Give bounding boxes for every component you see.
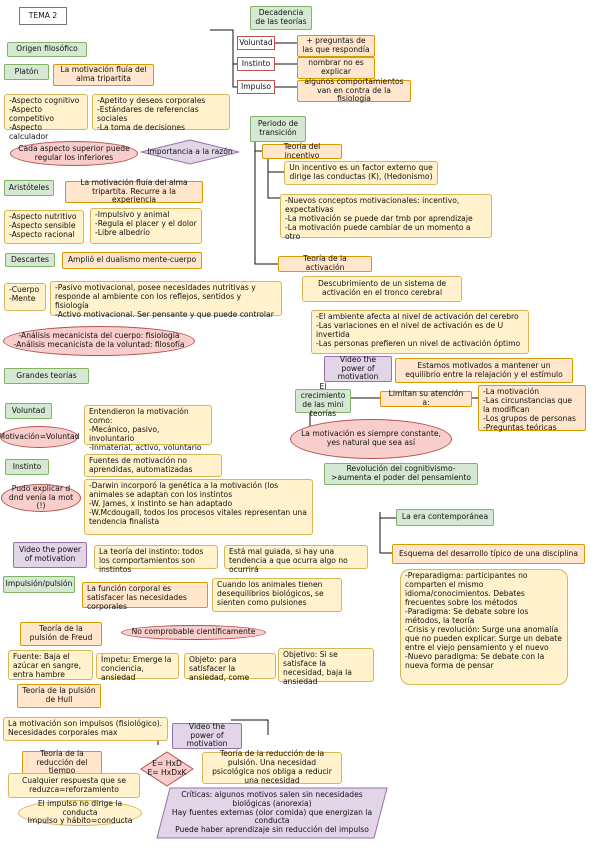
preparadigma-node: -Preparadigma: participantes no comparte… — [400, 569, 568, 685]
incentivo-def-node: Un incentivo es un factor externo que di… — [284, 161, 438, 185]
tema-title: TEMA 2 — [19, 7, 67, 25]
platon-aspects-node: -Aspecto cognitivo -Aspecto competitivo … — [4, 94, 88, 141]
darwin-node: -Darwin incorporó la genética a la motiv… — [84, 479, 313, 535]
siempre-constante-ellipse: La motivación es siempre constante, yes … — [290, 419, 452, 459]
aristoteles-node: Aristóteles — [4, 180, 54, 196]
pudo-explicar-ellipse: Pudo explicar d dnd venía la mot (!) — [1, 484, 81, 512]
nuevos-conceptos-node: -Nuevos conceptos motivacionales: incent… — [280, 194, 492, 241]
objetivo-node: Objetivo: Si se satisface la necesidad, … — [278, 648, 374, 686]
connector — [379, 518, 392, 554]
teoria-incentivo-node: Teoría del incentivo — [262, 142, 342, 159]
teoria-activacion-node: Teoría de la activación — [278, 254, 372, 272]
connector — [379, 512, 396, 519]
origen-filosofico-node: Origen filosófico — [7, 42, 87, 57]
limitan-list-node: -La motivación -Las circunstancias que l… — [478, 385, 586, 432]
impetu-node: Ímpetu: Emerge la conciencia, ansiedad — [96, 653, 179, 682]
analisis-mecanicista-ellipse: -Análisis mecanicista del cuerpo: fisiol… — [3, 326, 195, 356]
criticas-text: Críticas: algunos motivos salen sin nece… — [171, 789, 373, 835]
reduccion-tiempo-node: Teoría de la reducción del tiempo — [22, 749, 102, 775]
motivacion-voluntad-ellipse: Motivación=Voluntad — [0, 426, 80, 448]
aristoteles-impulsive-node: -Impulsivo y animal -Regula el placer y … — [90, 208, 202, 244]
platon-appetites-node: -Apetito y deseos corporales -Estándares… — [92, 94, 230, 132]
periodo-transicion-node: Periodo de transición — [250, 116, 306, 142]
video-power-node-2: Video the power of motivation — [324, 355, 392, 382]
platon-definition-node: La motivación fluía del alma tripartita — [53, 64, 154, 86]
aristoteles-aspects-node: -Aspecto nutritivo -Aspecto sensible -As… — [4, 210, 84, 244]
ambiente-afecta-node: -El ambiente afecta al nivel de activaci… — [311, 310, 529, 354]
cualquier-respuesta-node: Cualquier respuesta que se reduzca=refor… — [8, 773, 140, 798]
formula-text: E= HxD E= HxDxK — [147, 759, 187, 777]
aspecto-superior-ellipse: Cada aspecto superior puede regular los … — [10, 141, 138, 166]
video-power-node-1: Video the power of motivation — [13, 542, 87, 568]
decadencia-voluntad-text: + preguntas de las que respondía — [297, 35, 375, 57]
decadencia-instinto-text: nombrar no es explicar — [297, 57, 375, 79]
voluntad-node: Voluntad — [5, 403, 52, 419]
importancia-razon-text: Importancia a la razón — [147, 146, 233, 156]
teoria-hull-node: Teoría de la pulsión de Hull — [17, 684, 101, 708]
estamos-motivados-node: Estamos motivados a mantener un equilibr… — [395, 358, 573, 383]
teoria-freud-node: Teoría de la pulsión de Freud — [20, 622, 102, 646]
revolucion-cognitivismo-node: Revolución del cognitivismo->aumenta el … — [324, 463, 478, 485]
video-power-node-3: Video the power of motivation — [172, 722, 242, 749]
cuando-animales-node: Cuando los animales tienen desequilibrio… — [212, 578, 342, 612]
crecimiento-mini-teorias-node: El crecimiento de las mini teorías — [295, 382, 351, 418]
descubrimiento-node: Descubrimiento de un sistema de activaci… — [302, 276, 462, 302]
no-comprobable-ellipse: No comprobable científicamente — [121, 625, 266, 640]
mal-guiada-node: Está mal guiada, si hay una tendencia a … — [224, 545, 368, 574]
fuentes-instinto-node: Fuentes de motivación no aprendidas, aut… — [84, 454, 222, 477]
descartes-node: Descartes — [5, 253, 55, 267]
formula-diamond: E= HxD E= HxDxK — [140, 751, 194, 787]
teoria-instinto-node: La teoría del instinto: todos los compor… — [94, 545, 218, 574]
aristoteles-definition-node: La motivación fluía del alma tripartita.… — [65, 178, 203, 204]
limitan-node: Limitan su atención a: — [380, 389, 472, 407]
impulsos-fisiologicos-node: La motivación son impulsos (fisiológico)… — [3, 717, 168, 741]
decadencia-impulso-node: Impulso — [237, 80, 275, 94]
decadencia-instinto-node: Instinto — [237, 57, 275, 71]
criticas-parallelogram: Críticas: algunos motivos salen sin nece… — [156, 787, 388, 839]
decadencia-voluntad-node: Voluntad — [237, 36, 275, 50]
decadencia-impulso-text: algunos comportamientos van en contra de… — [297, 77, 411, 103]
era-contemporanea-node: La era contemporánea — [396, 509, 494, 526]
platon-node: Platón — [4, 64, 49, 80]
instinto-node: Instinto — [5, 459, 49, 475]
cuerpo-mente-node: -Cuerpo -Mente — [4, 283, 46, 311]
objeto-node: Objeto: para satisfacer la ansiedad, com… — [184, 653, 276, 682]
grandes-teorias-node: Grandes teorías — [4, 368, 89, 384]
funcion-corporal-node: La función corporal es satisfacer las ne… — [82, 582, 208, 611]
fuente-azucar-node: Fuente: Baja el azúcar en sangre, entra … — [8, 650, 93, 680]
impulso-no-dirige-ellipse: El impulso no dirige la conducta Impulso… — [18, 799, 142, 826]
impulsion-node: Impulsión/pulsión — [3, 576, 75, 593]
reduccion-pulsion-node: Teoría de la reducción de la pulsión. Un… — [202, 749, 342, 785]
decadencia-node: Decadencia de las teorías — [250, 6, 312, 30]
descartes-definition-node: Amplió el dualismo mente-cuerpo — [62, 252, 202, 269]
esquema-desarrollo-node: Esquema del desarrollo típico de una dis… — [392, 544, 585, 564]
importancia-razon-diamond: Importancia a la razón — [140, 139, 240, 165]
entendieron-node: Entendieron la motivación como: -Mecánic… — [84, 405, 212, 452]
pasivo-activo-node: -Pasivo motivacional, posee necesidades … — [50, 281, 282, 319]
connector — [210, 29, 234, 43]
